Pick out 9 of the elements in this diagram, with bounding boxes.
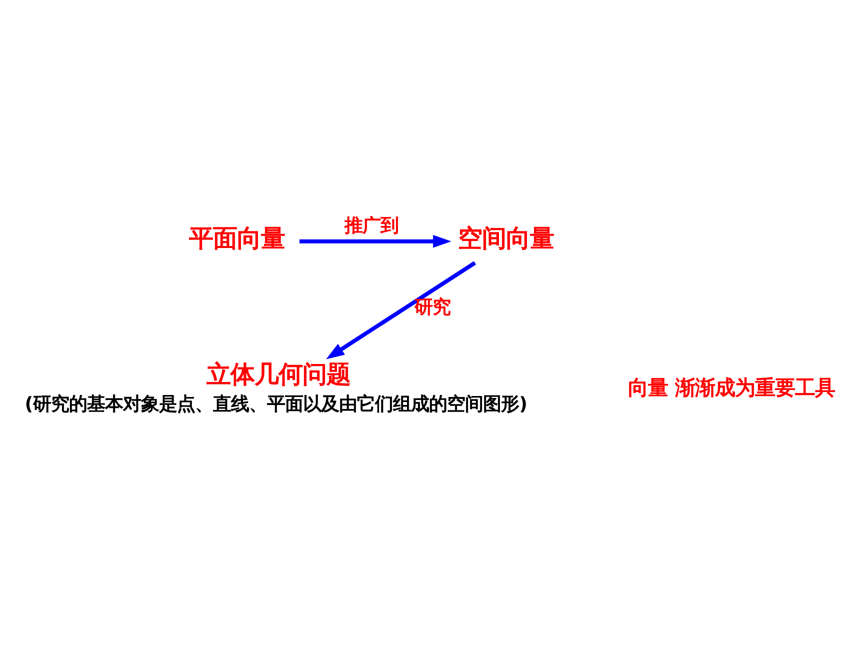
node-label: (研究的基本对象是点、直线、平面以及由它们组成的空间图形) xyxy=(24,394,528,416)
node-text: 平面向量 xyxy=(189,224,286,253)
arrow xyxy=(326,261,476,360)
arrow xyxy=(299,234,452,248)
edge-label: 研究 xyxy=(414,296,450,318)
label: 向量 渐渐成为重要工具 xyxy=(628,376,835,400)
edge-label: 推广到 xyxy=(344,216,398,237)
node-text: 空间向量 xyxy=(458,224,554,253)
node-text: 立体几何问题 xyxy=(206,360,350,389)
